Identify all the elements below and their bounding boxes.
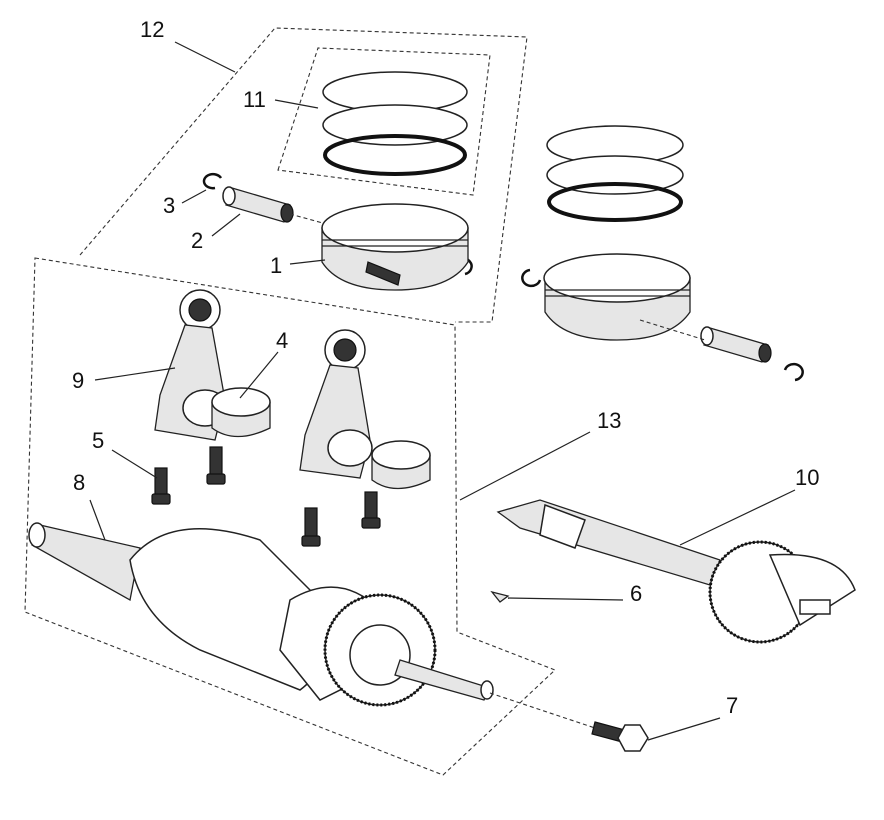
callout-2: 2 [191,228,204,253]
piston-right-icon [543,253,706,341]
crankshaft-icon [28,522,494,707]
piston-pin-icon [222,186,294,223]
woodruff-key-icon [490,590,510,603]
callout-1: 1 [270,253,283,278]
callout-6: 6 [630,581,643,606]
callout-5: 5 [92,428,105,453]
callout-10: 10 [795,465,820,490]
group-11-outline [277,47,491,196]
callout-9: 9 [72,368,85,393]
bearing-shell-icon [371,440,431,490]
callout-11: 11 [243,87,266,112]
piston-pin-right-icon [700,326,772,363]
callout-8: 8 [73,470,86,495]
circlip-icon [202,172,223,190]
circlip-icon [783,362,804,382]
group-12-outline [79,27,528,323]
circlip-icon [521,268,542,288]
callout-13: 13 [597,408,622,433]
piston-ring-set-right-icon [546,125,684,222]
callout-7: 7 [726,693,739,718]
piston-ring-set-icon [322,71,468,176]
connecting-rod-icon [154,289,228,441]
conrod-bolt-icon [151,446,381,547]
leader-lines [89,41,796,741]
piston-icon [321,203,469,291]
balancer-shaft-icon [496,499,856,644]
bearing-shell-icon [211,387,271,438]
connecting-rod-icon [299,329,373,479]
flange-bolt-icon [591,721,649,752]
callout-3: 3 [163,193,176,218]
callout-12: 12 [140,17,165,42]
callout-4: 4 [276,328,289,353]
